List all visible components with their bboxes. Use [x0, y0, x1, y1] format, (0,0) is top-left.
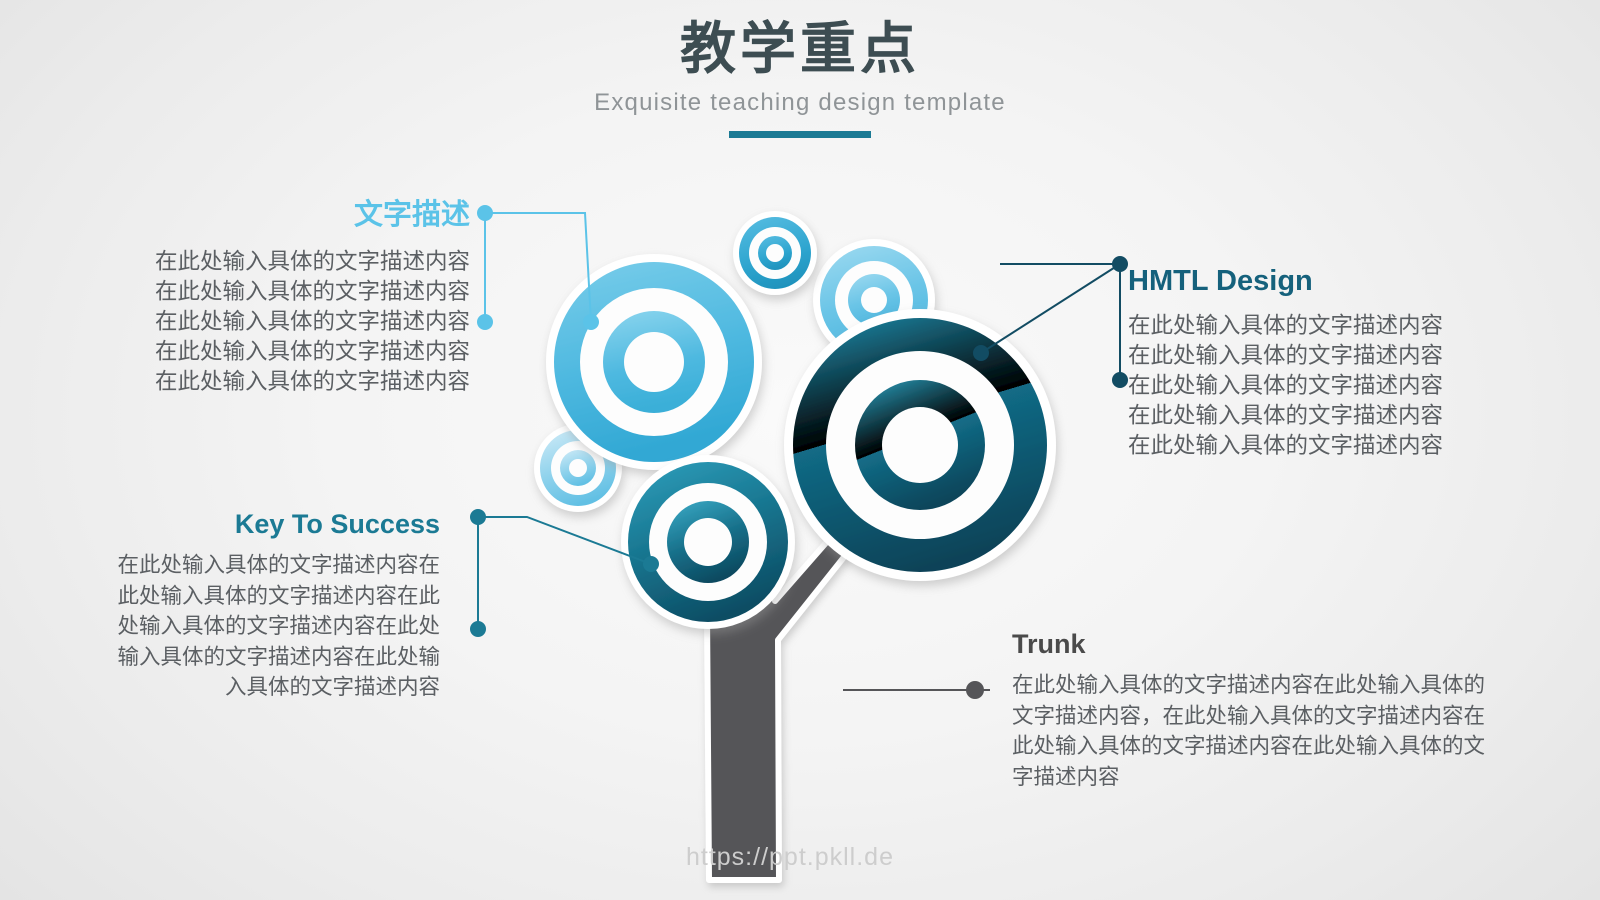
text-block-trunk: Trunk 在此处输入具体的文字描述内容在此处输入具体的文字描述内容，在此处输入…: [1012, 628, 1492, 792]
connector-dot-hmtl-circle: [973, 345, 989, 361]
block-line: 在此处输入具体的文字描述内容: [1128, 342, 1444, 368]
block-lines-hmtl: 在此处输入具体的文字描述内容在此处输入具体的文字描述内容在此处输入具体的文字描述…: [1128, 311, 1528, 462]
connector-dot-hmtl-anchor: [1112, 256, 1128, 272]
block-line: 在此处输入具体的文字描述内容: [1128, 433, 1444, 459]
connector-dot-wenzi-lower: [477, 314, 493, 330]
text-block-key: Key To Success 在此处输入具体的文字描述内容在此处输入具体的文字描…: [110, 508, 440, 703]
block-line: 在此处输入具体的文字描述内容: [154, 369, 470, 395]
block-line: 在此处输入具体的文字描述内容: [1128, 403, 1444, 429]
text-block-hmtl: HMTL Design 在此处输入具体的文字描述内容在此处输入具体的文字描述内容…: [1128, 264, 1528, 462]
block-lines-wenzi: 在此处输入具体的文字描述内容在此处输入具体的文字描述内容在此处输入具体的文字描述…: [80, 247, 470, 398]
connector-wenzi: [477, 205, 599, 330]
connector-dot-wenzi-circle: [583, 314, 599, 330]
connector-trunk: [843, 681, 990, 699]
block-heading-hmtl: HMTL Design: [1128, 265, 1313, 297]
tree-circle-big-dark-teal: [784, 309, 1056, 581]
block-line: 在此处输入具体的文字描述内容: [154, 309, 470, 335]
tree-circle-pale-small-left: [534, 424, 622, 512]
connector-dot-key-anchor: [470, 509, 486, 525]
page-subtitle: Exquisite teaching design template: [594, 88, 1006, 116]
connector-dot-trunk: [966, 681, 984, 699]
text-block-wenzi: 文字描述 在此处输入具体的文字描述内容在此处输入具体的文字描述内容在此处输入具体…: [80, 198, 470, 398]
block-line: 在此处输入具体的文字描述内容: [1128, 373, 1444, 399]
page-title: 教学重点: [680, 17, 920, 80]
block-heading-wenzi: 文字描述: [353, 199, 470, 231]
tree-circle-small-top: [733, 211, 817, 295]
block-heading-trunk: Trunk: [1012, 629, 1086, 659]
block-body-key: 在此处输入具体的文字描述内容在此处输入具体的文字描述内容在此处输入具体的文字描述…: [117, 553, 440, 700]
connector-dot-key-lower: [470, 621, 486, 637]
block-heading-key: Key To Success: [234, 509, 440, 539]
block-line: 在此处输入具体的文字描述内容: [154, 339, 470, 365]
connector-dot-key-circle: [643, 556, 659, 572]
connector-hmtl: [973, 256, 1128, 388]
connector-key: [470, 509, 659, 637]
block-body-trunk: 在此处输入具体的文字描述内容在此处输入具体的文字描述内容，在此处输入具体的文字描…: [1012, 673, 1486, 789]
title-accent-bar: [729, 130, 871, 138]
connector-dot-wenzi-anchor: [477, 205, 493, 221]
block-line: 在此处输入具体的文字描述内容: [154, 278, 470, 304]
tree-circle-mid-dark-teal: [621, 455, 795, 629]
watermark: https://ppt.pkll.de: [685, 843, 894, 871]
tree-circle-big-light-blue: [546, 254, 762, 470]
slide-header: 教学重点 Exquisite teaching design template: [0, 17, 1600, 138]
block-line: 在此处输入具体的文字描述内容: [154, 248, 470, 274]
connector-dot-hmtl-lower: [1112, 372, 1128, 388]
block-line: 在此处输入具体的文字描述内容: [1128, 312, 1444, 338]
